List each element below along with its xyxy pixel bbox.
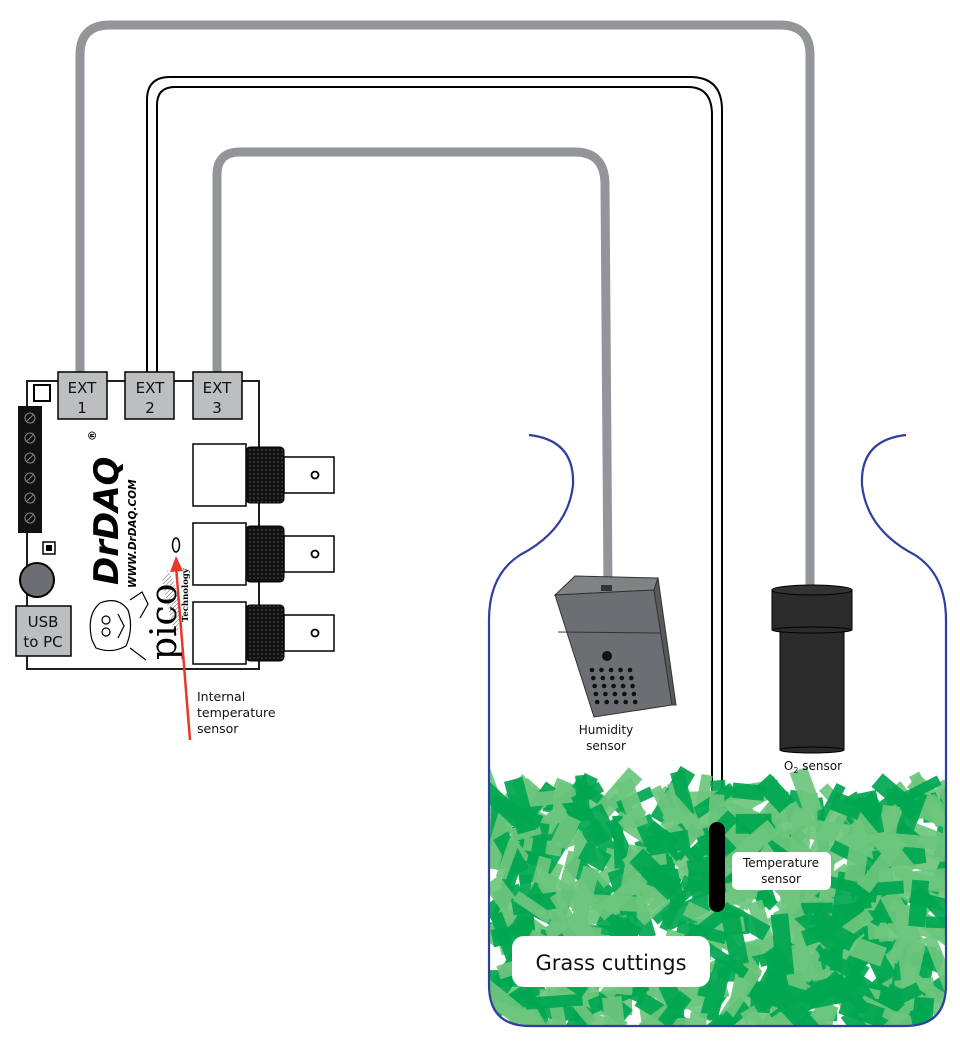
bnc-connector-icon xyxy=(192,601,335,665)
o2-label-prefix: O xyxy=(784,759,793,773)
ext-port-1: EXT 1 xyxy=(57,371,108,420)
bnc-connector-icon xyxy=(192,522,335,586)
cable-ext1 xyxy=(75,20,815,590)
temperature-label-1: Temperature xyxy=(742,856,819,870)
o2-label-subscript: 2 xyxy=(793,766,798,775)
ext-port-2: EXT 2 xyxy=(124,371,175,420)
ext-port-3-number: 3 xyxy=(212,399,222,417)
internal-sensor-label-1: Internal xyxy=(197,689,245,704)
usb-port: USB to PC xyxy=(15,605,72,657)
internal-sensor-label-3: sensor xyxy=(197,721,239,736)
ext-port-3-name: EXT xyxy=(203,379,232,397)
led-square xyxy=(33,384,51,402)
humidity-label-2: sensor xyxy=(586,739,626,753)
jar-outline xyxy=(487,433,948,1028)
button-icon xyxy=(42,541,56,555)
url-text: WWW.DrDAQ.COM xyxy=(127,479,139,588)
internal-sensor-label-2: temperature xyxy=(197,705,276,720)
internal-temperature-sensor xyxy=(171,537,181,553)
doctor-cartoon-icon xyxy=(89,591,149,661)
cable-ext2-inner xyxy=(156,86,713,830)
usb-label-line1: USB xyxy=(28,613,59,631)
drdaq-board: USB to PC EXT 1 EXT 2 EXT 3 DrDAQ ® WWW.… xyxy=(15,371,335,670)
internal-sensor-arrow xyxy=(170,556,192,741)
ext-port-1-name: EXT xyxy=(68,379,97,397)
temperature-label-2: sensor xyxy=(761,872,801,886)
ext-port-3: EXT 3 xyxy=(192,371,243,420)
bnc-connector-icon xyxy=(192,443,335,507)
grass-label: Grass cuttings xyxy=(535,951,686,975)
screw-terminal-icon xyxy=(18,406,42,533)
maker-sub-text: Technology xyxy=(181,567,191,622)
o2-label-suffix: sensor xyxy=(798,759,842,773)
humidity-label-1: Humidity xyxy=(579,723,633,737)
ext-port-1-number: 1 xyxy=(77,399,87,417)
ext-port-2-name: EXT xyxy=(136,379,165,397)
microphone-icon xyxy=(19,562,55,598)
o2-label: O2 sensor xyxy=(784,759,842,775)
brand-text: DrDAQ xyxy=(87,457,127,585)
cable-ext2-outer xyxy=(146,76,723,830)
cable-ext3 xyxy=(212,147,613,591)
drdaq-logo: DrDAQ ® WWW.DrDAQ.COM pico Technology xyxy=(86,430,191,661)
usb-label-line2: to PC xyxy=(23,633,62,651)
ext-port-2-number: 2 xyxy=(145,399,155,417)
humidity-sensor xyxy=(553,575,677,718)
hatch-swoosh xyxy=(162,570,180,640)
temperature-probe xyxy=(709,822,725,912)
registered-mark: ® xyxy=(86,430,99,441)
o2-sensor xyxy=(771,584,853,754)
